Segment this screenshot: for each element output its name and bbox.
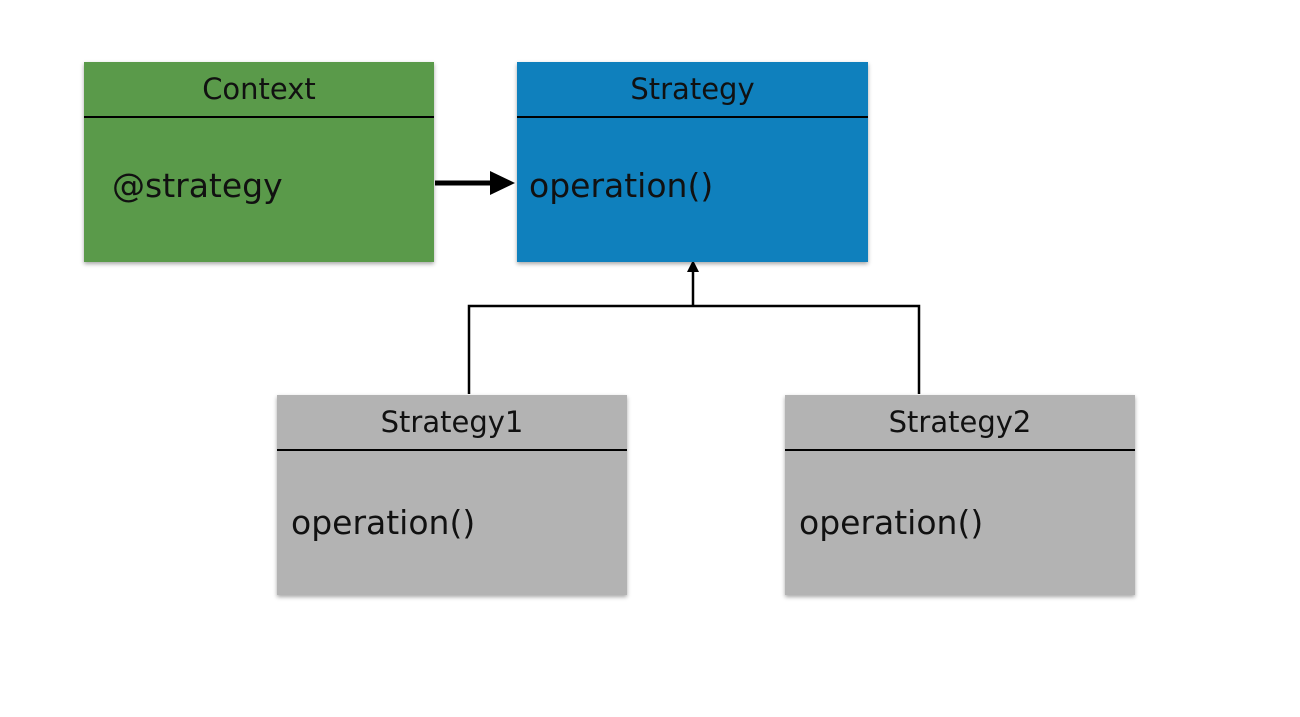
context-class-box: Context @strategy — [84, 62, 434, 262]
association-arrow — [435, 171, 515, 195]
context-class-name: Context — [84, 62, 434, 118]
context-class-member: @strategy — [112, 166, 283, 205]
strategy-class-box: Strategy operation() — [517, 62, 868, 262]
strategy2-class-member: operation() — [799, 503, 984, 542]
strategy1-class-name: Strategy1 — [277, 395, 627, 451]
strategy1-class-box: Strategy1 operation() — [277, 395, 627, 595]
strategy2-class-name: Strategy2 — [785, 395, 1135, 451]
strategy-class-name: Strategy — [517, 62, 868, 118]
strategy2-class-box: Strategy2 operation() — [785, 395, 1135, 595]
inheritance-connector — [467, 260, 921, 394]
strategy-class-member: operation() — [529, 166, 714, 205]
strategy1-class-member: operation() — [291, 503, 476, 542]
